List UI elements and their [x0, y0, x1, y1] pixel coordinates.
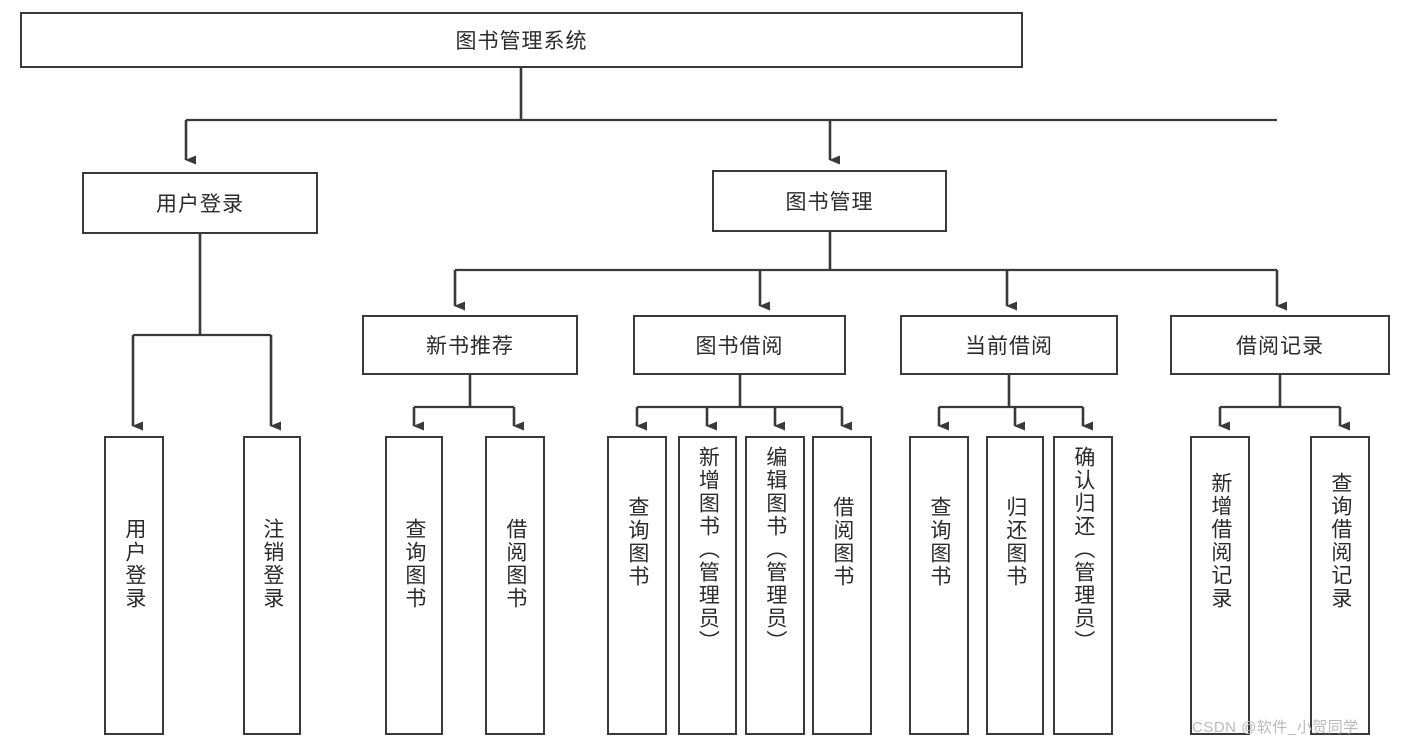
- node-root[interactable]: 图书管理系统: [20, 12, 1023, 68]
- leaf-label: 查询图书: [625, 496, 649, 588]
- leaf-edit-book-admin[interactable]: 编辑图书（管理员）: [745, 436, 805, 735]
- leaf-query-book-recommend[interactable]: 查询图书: [385, 436, 443, 735]
- leaf-label: 查询图书: [402, 518, 426, 610]
- leaf-label: 借阅图书: [503, 518, 527, 610]
- node-borrow-record[interactable]: 借阅记录: [1170, 315, 1390, 375]
- leaf-query-book-current[interactable]: 查询图书: [909, 436, 969, 735]
- node-book-management[interactable]: 图书管理: [712, 170, 947, 232]
- leaf-label: 归还图书: [1003, 496, 1027, 588]
- leaf-query-borrow-record[interactable]: 查询借阅记录: [1310, 436, 1370, 735]
- leaf-borrow-book[interactable]: 借阅图书: [812, 436, 872, 735]
- node-new-book-recommend[interactable]: 新书推荐: [362, 315, 578, 375]
- leaf-user-login[interactable]: 用户登录: [104, 436, 164, 735]
- leaf-add-book-admin[interactable]: 新增图书（管理员）: [678, 436, 737, 735]
- leaf-return-book[interactable]: 归还图书: [986, 436, 1044, 735]
- node-current-borrow[interactable]: 当前借阅: [900, 315, 1118, 375]
- leaf-label: 注销登录: [260, 518, 284, 610]
- leaf-label: 新增借阅记录: [1208, 472, 1232, 610]
- leaf-confirm-return-admin[interactable]: 确认归还（管理员）: [1053, 436, 1113, 735]
- leaf-borrow-book-recommend[interactable]: 借阅图书: [485, 436, 545, 735]
- leaf-label: 用户登录: [122, 518, 146, 610]
- leaf-query-book-borrow[interactable]: 查询图书: [607, 436, 667, 735]
- leaf-label: 编辑图书（管理员）: [763, 446, 787, 653]
- node-user-login[interactable]: 用户登录: [82, 172, 318, 234]
- watermark-text: CSDN @软件_小贺同学: [1192, 719, 1359, 736]
- leaf-label: 确认归还（管理员）: [1071, 446, 1095, 653]
- leaf-label: 查询借阅记录: [1328, 472, 1352, 610]
- leaf-logout[interactable]: 注销登录: [243, 436, 301, 735]
- leaf-label: 借阅图书: [830, 496, 854, 588]
- leaf-label: 新增图书（管理员）: [696, 446, 720, 653]
- leaf-label: 查询图书: [927, 496, 951, 588]
- leaf-add-borrow-record[interactable]: 新增借阅记录: [1190, 436, 1250, 735]
- node-book-borrow[interactable]: 图书借阅: [633, 315, 846, 375]
